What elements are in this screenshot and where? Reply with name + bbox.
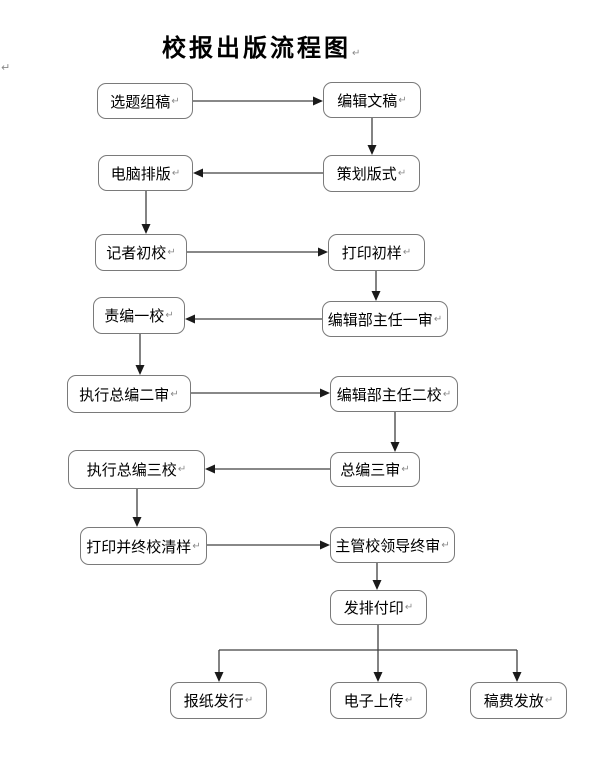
- flow-node-label: 责编一校: [104, 308, 165, 325]
- flow-node-fapai-fuyin[interactable]: 发排付印↵: [330, 590, 427, 625]
- flow-node-zhixing-zongbian-sanjiao[interactable]: 执行总编三校↵: [68, 450, 205, 489]
- flow-node-label: 稿费发放: [483, 693, 544, 710]
- flow-node-xuanti-zugao[interactable]: 选题组稿↵: [97, 83, 193, 119]
- edge-diannao-to-jizhe: [141, 191, 151, 234]
- edge-cehua-to-diannao: [193, 168, 323, 178]
- flow-node-label: 策划版式: [336, 166, 397, 183]
- page-title-text: 校报出版流程图: [162, 35, 351, 62]
- flow-node-label: 执行总编二审: [79, 386, 170, 404]
- flow-node-diannao-paiban[interactable]: 电脑排版↵: [98, 155, 193, 191]
- paragraph-mark-icon: ↵: [544, 695, 554, 706]
- paragraph-mark-icon: ↵: [167, 247, 176, 258]
- paragraph-mark-icon: ↵: [404, 602, 414, 613]
- edge-sanjiao-to-qingyang: [132, 489, 142, 527]
- paragraph-mark-icon: ↵: [170, 388, 179, 400]
- flow-node-zhixing-zongbian-ershen[interactable]: 执行总编二审↵: [67, 375, 191, 413]
- flow-node-zebian-yijiao[interactable]: 责编一校↵: [93, 297, 185, 334]
- flow-node-baozhi-faxing[interactable]: 报纸发行↵: [170, 682, 267, 719]
- edge-yishen-to-zebian: [185, 314, 322, 324]
- page-title: 校报出版流程图↵: [162, 28, 360, 63]
- paragraph-mark-icon: ↵: [171, 167, 181, 179]
- flow-node-jizhe-chujiao[interactable]: 记者初校↵: [95, 234, 187, 271]
- flow-node-label: 电子上传: [343, 693, 404, 710]
- flow-node-label: 打印初样: [341, 245, 402, 262]
- flow-node-label: 编辑部主任一审: [327, 311, 433, 329]
- flow-node-zongbian-sanshen[interactable]: 总编三审↵: [330, 452, 420, 487]
- paragraph-mark-icon: ↵: [177, 464, 187, 475]
- flow-node-dianzi-shangchuan[interactable]: 电子上传↵: [330, 682, 427, 719]
- paragraph-mark-icon: ↵: [352, 48, 361, 59]
- edge-erjiao-to-sanshen: [390, 412, 400, 452]
- paragraph-mark-icon: ↵: [397, 168, 407, 179]
- edge-ershen-to-erjiao: [191, 388, 330, 398]
- paragraph-mark-icon: ↵: [442, 388, 452, 400]
- edge-fapai-branch: [214, 625, 522, 682]
- flow-node-label: 报纸发行: [183, 693, 244, 710]
- flow-node-label: 主管校领导终审: [335, 537, 441, 555]
- flow-node-label: 发排付印: [343, 600, 404, 617]
- paragraph-mark-icon: ↵: [192, 540, 201, 552]
- paragraph-mark-icon: ↵: [1, 62, 11, 74]
- flow-node-bianjibu-zhuren-erjiao[interactable]: 编辑部主任二校↵: [330, 376, 458, 412]
- edge-jizhe-to-dayinchuyang: [187, 247, 328, 257]
- paragraph-mark-icon: ↵: [401, 464, 410, 475]
- flow-node-gaofei-fafang[interactable]: 稿费发放↵: [470, 682, 567, 719]
- edge-sanshen-to-sanjiao: [205, 464, 330, 474]
- edge-zhongshen-to-fapai: [372, 563, 382, 590]
- flow-node-cehua-banshi[interactable]: 策划版式↵: [323, 155, 420, 192]
- flow-node-label: 记者初校: [106, 245, 167, 262]
- edge-qingyang-to-zhongshen: [207, 540, 330, 550]
- flow-node-label: 打印并终校清样: [86, 538, 192, 556]
- flow-node-label: 编辑文稿: [337, 92, 398, 110]
- paragraph-mark-icon: ↵: [402, 247, 412, 258]
- paragraph-mark-icon: ↵: [165, 310, 174, 321]
- flow-node-label: 执行总编三校: [86, 462, 177, 479]
- edge-bianjiwengao-to-cehua: [367, 118, 377, 155]
- edge-zebian-to-ershen: [135, 334, 145, 375]
- flow-node-bianji-wengao[interactable]: 编辑文稿↵: [323, 82, 421, 118]
- flow-node-label: 电脑排版: [110, 165, 171, 183]
- paragraph-mark-icon: ↵: [441, 539, 450, 551]
- flow-node-zhuguan-xiaolingdao-zhongshen[interactable]: 主管校领导终审↵: [330, 527, 455, 563]
- paragraph-mark-icon: ↵: [398, 94, 407, 106]
- flow-node-label: 选题组稿: [110, 93, 171, 111]
- flow-node-label: 总编三审: [340, 462, 401, 479]
- edge-xuanti-to-bianjiwengao: [193, 96, 323, 106]
- flow-node-dayin-chuyang[interactable]: 打印初样↵: [328, 234, 425, 271]
- flow-node-label: 编辑部主任二校: [336, 386, 442, 404]
- flow-node-dayin-zhongjiao-qingyang[interactable]: 打印并终校清样↵: [80, 527, 207, 565]
- paragraph-mark-icon: ↵: [404, 695, 414, 706]
- paragraph-mark-icon: ↵: [171, 95, 180, 107]
- edge-dayinchuyang-to-yishen: [371, 271, 381, 301]
- paragraph-mark-icon: ↵: [433, 313, 443, 325]
- flow-node-bianjibu-zhuren-yishen[interactable]: 编辑部主任一审↵: [322, 301, 448, 337]
- paragraph-mark-icon: ↵: [244, 695, 254, 706]
